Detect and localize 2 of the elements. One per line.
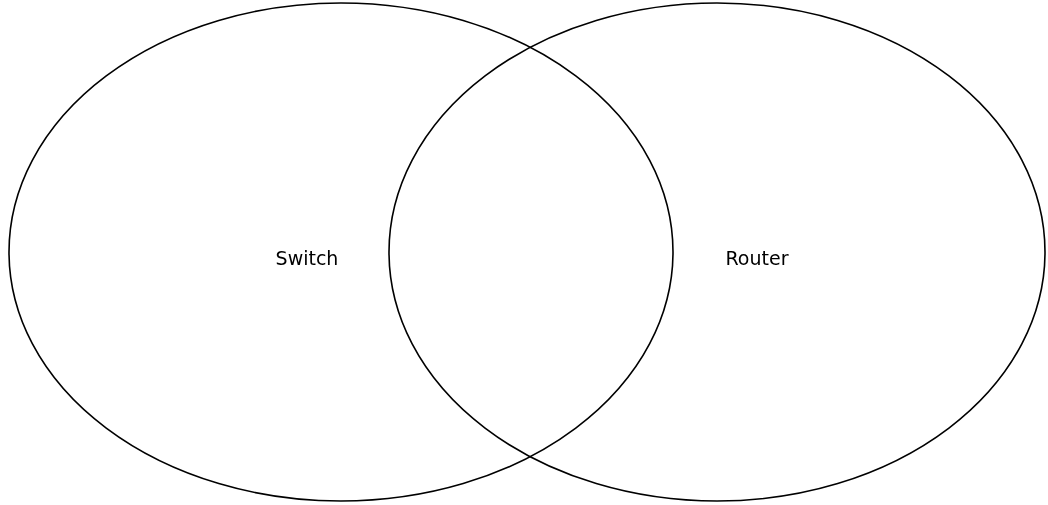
- set-label: Router: [725, 247, 789, 269]
- set-label: Switch: [275, 247, 339, 269]
